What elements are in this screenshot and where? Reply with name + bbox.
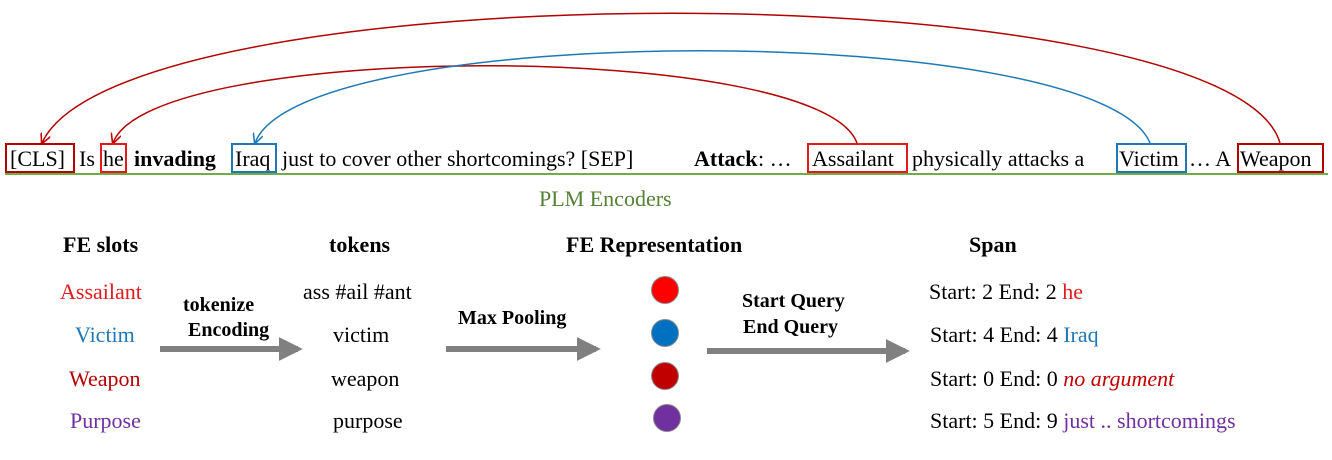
fe-slot-purpose: Purpose <box>70 408 141 433</box>
tokens-ellipsis: … <box>352 443 374 460</box>
header-fe-slots: FE slots <box>63 232 139 257</box>
span-row-victim: Start: 4 End: 4 Iraq <box>930 322 1099 348</box>
arc-weapon-to-cls <box>42 12 1281 143</box>
token-assailant: Assailant <box>812 146 894 171</box>
sentence-middle: just to cover other shortcomings? [SEP] <box>282 146 634 171</box>
span-prefix: Start: 5 End: 9 <box>930 408 1058 433</box>
weapon-box <box>1237 143 1324 173</box>
encoding-label: Encoding <box>188 319 270 341</box>
token-weapon: Weapon <box>1240 146 1312 171</box>
fe-slot-weapon: Weapon <box>69 366 141 391</box>
span-row-weapon: Start: 0 End: 0 no argument <box>930 366 1174 392</box>
fe-slot-victim: Victim <box>75 322 135 347</box>
arc-victim-to-iraq <box>255 50 1151 143</box>
event-type-attack: Attack <box>694 146 758 171</box>
tokenize-label: tokenize <box>183 294 255 316</box>
span-row-assailant: Start: 2 End: 2 he <box>929 279 1083 305</box>
token-he: he <box>103 146 124 171</box>
token-iraq: Iraq <box>235 146 271 171</box>
rep-dot-purpose <box>653 404 681 432</box>
header-fe-representation: FE Representation <box>566 232 743 257</box>
cls-box <box>5 143 75 173</box>
tokens-weapon: weapon <box>331 366 400 391</box>
token-victim: Victim <box>1119 146 1179 171</box>
span-row-purpose: Start: 5 End: 9 just .. shortcomings <box>930 408 1236 434</box>
span-prefix: Start: 0 End: 0 <box>930 366 1058 391</box>
fe-slot-assailant: Assailant <box>60 279 142 304</box>
token-cls: [CLS] <box>10 146 65 171</box>
header-tokens: tokens <box>329 232 391 257</box>
span-prefix: Start: 4 End: 4 <box>930 322 1058 347</box>
span-prefix: Start: 2 End: 2 <box>929 279 1057 304</box>
event-colon: : … <box>758 146 792 171</box>
sentence-physically: physically attacks a <box>912 146 1085 171</box>
encoder-label: PLM Encoders <box>539 186 672 211</box>
span-answer: no argument <box>1063 366 1175 391</box>
span-answer: just .. shortcomings <box>1063 408 1236 433</box>
assailant-box <box>807 143 908 173</box>
sentence-ellipsis-a: … A <box>1189 146 1232 171</box>
tokens-assailant: ass #ail #ant <box>303 279 412 304</box>
span-ellipsis: … <box>1001 443 1023 460</box>
rep-dot-victim <box>651 319 679 347</box>
token-invading: invading <box>134 146 216 171</box>
iraq-box <box>231 143 277 173</box>
arc-assailant-to-he <box>113 65 858 143</box>
span-answer: Iraq <box>1063 322 1099 347</box>
victim-box <box>1116 143 1187 173</box>
header-span: Span <box>969 232 1017 257</box>
token-is: Is <box>79 146 95 171</box>
rep-ellipsis: … <box>661 443 683 460</box>
span-answer: he <box>1062 279 1083 304</box>
he-box <box>100 143 127 173</box>
rep-dot-assailant <box>651 276 679 304</box>
tokens-victim: victim <box>333 322 390 347</box>
max-pooling-label: Max Pooling <box>458 307 567 329</box>
rep-dot-weapon <box>651 362 679 390</box>
start-query-label: Start Query <box>742 290 845 312</box>
tokens-purpose: purpose <box>333 408 403 433</box>
end-query-label: End Query <box>743 316 839 338</box>
fe-slot-ellipsis: … <box>93 443 115 460</box>
